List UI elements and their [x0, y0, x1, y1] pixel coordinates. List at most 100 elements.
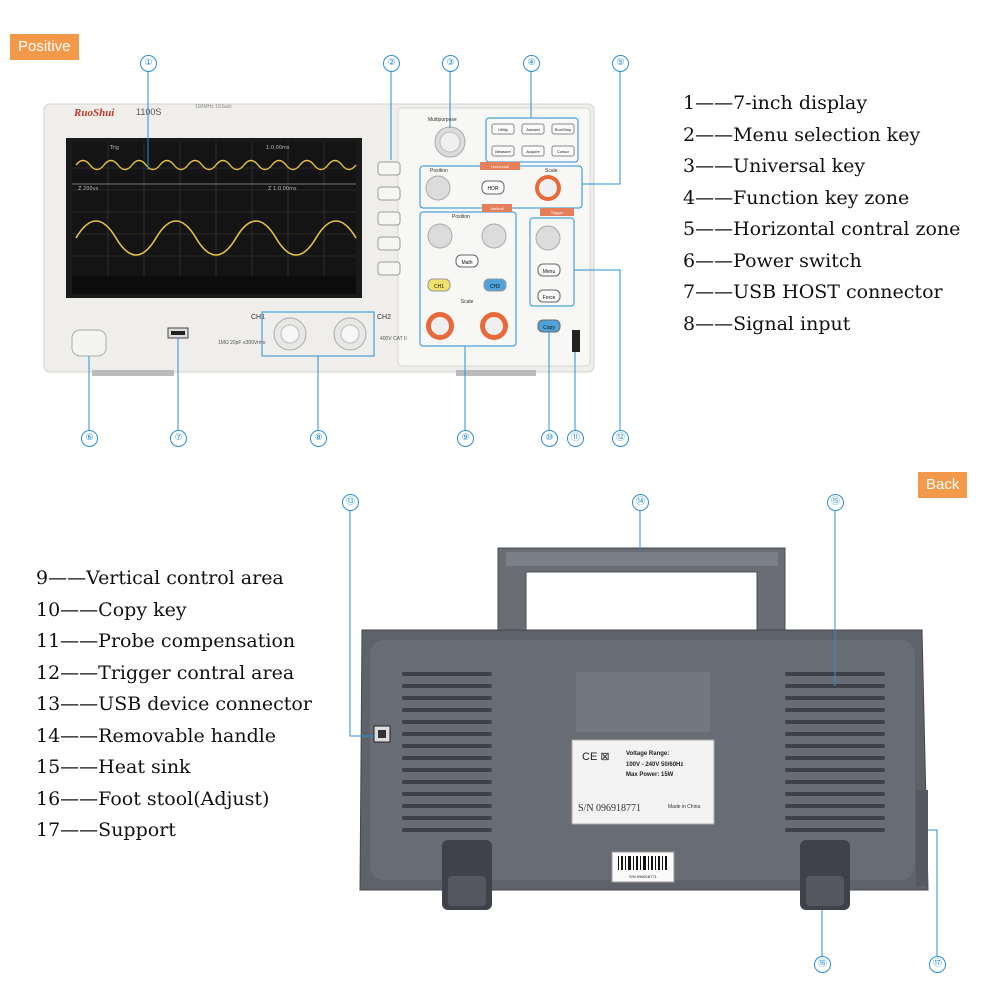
callout-6: ⑥: [81, 430, 98, 447]
callout-10: ⑩: [541, 430, 558, 447]
legend-item: 16——Foot stool(Adjust): [36, 787, 270, 810]
legend-item: 17——Support: [36, 819, 176, 841]
svg-text:CH1: CH1: [434, 284, 444, 290]
voltage-range: 100V - 240V 50/60Hz: [626, 762, 683, 768]
max-power: Max Power: 15W: [626, 772, 674, 778]
menu-key-3: [377, 211, 401, 226]
vertical-position-label: Position: [452, 214, 470, 220]
heat-sink-left: [402, 672, 492, 832]
screen-time-mid: Z 200us: [78, 186, 99, 192]
svg-text:CH2: CH2: [490, 284, 500, 290]
trigger-label: Trigger: [551, 210, 564, 215]
waveform-bottom: [75, 220, 357, 256]
callout-2: ②: [383, 55, 400, 72]
menu-key-5: [377, 261, 401, 276]
front-legend: 1——7-inch display 2——Menu selection key …: [683, 88, 960, 340]
ch2-button: [483, 278, 507, 292]
cursor-key-label: Cursor: [557, 149, 570, 154]
callout-12: ⑫: [612, 430, 629, 447]
multipurpose-label: Multipurpose: [428, 117, 457, 123]
probe-compensation: [572, 330, 580, 352]
screen-time-top: 1:0.00ms: [266, 145, 290, 151]
horizontal-label: Horizontal: [491, 164, 509, 169]
model-label: 1100S: [136, 107, 161, 117]
front-device-illustration: Trig 1:0.00ms Z 200us Z 1:0.00ms RuoShui…: [43, 71, 621, 430]
measure-key-label: Measure: [495, 149, 511, 154]
ch2-position-knob: [481, 223, 507, 249]
legend-item: 3——Universal key: [683, 155, 866, 177]
callout-1: ①: [140, 55, 157, 72]
callout-8: ⑧: [310, 430, 327, 447]
svg-text:Force: Force: [543, 295, 556, 301]
callout-15: ⑮: [827, 494, 844, 511]
horizontal-scale-label: Scale: [545, 168, 558, 174]
brand-logo: RuoShui: [73, 107, 115, 119]
callout-13: ⑬: [342, 494, 359, 511]
svg-text:HOR: HOR: [487, 186, 499, 192]
math-button: [455, 254, 479, 268]
callout-16: ⑯: [814, 956, 831, 973]
legend-item: 11——Probe compensation: [36, 630, 296, 652]
legend-item: 12——Trigger contral area: [36, 661, 295, 684]
ch2-input-label: CH2: [377, 314, 391, 321]
legend-item: 13——USB device connector: [36, 693, 312, 715]
back-tag: Back: [918, 472, 968, 498]
legend-item: 6——Power switch: [683, 249, 862, 272]
runstop-key-label: Run/Stop: [555, 127, 572, 132]
callout-4: ④: [523, 55, 540, 72]
waveform-top: [75, 159, 357, 171]
callout-9: ⑨: [457, 430, 474, 447]
svg-text:Math: Math: [461, 260, 472, 266]
legend-item: 9——Vertical control area: [36, 567, 284, 589]
heat-sink-right: [785, 672, 885, 832]
callout-17: ⑰: [929, 956, 946, 973]
ch1-input-label: CH1: [251, 314, 265, 321]
menu-key-4: [377, 236, 401, 251]
legend-item: 5——Horizontal contral zone: [683, 218, 961, 240]
support: [916, 790, 928, 886]
callout-3: ③: [442, 55, 459, 72]
cat-spec-label: 400V CAT II: [380, 336, 407, 342]
horizontal-position-knob: [425, 175, 451, 201]
acquire-key-label: Acquire: [526, 149, 540, 154]
voltage-title: Voltage Range:: [626, 751, 669, 757]
ch1-button: [427, 278, 451, 292]
svg-text:Copy: Copy: [543, 325, 555, 331]
callout-14: ⑭: [632, 494, 649, 511]
legend-item: 7——USB HOST connector: [683, 281, 943, 303]
legend-item: 15——Heat sink: [36, 756, 191, 778]
serial-number: S/N 096918771: [578, 803, 641, 814]
horizontal-position-label: Position: [430, 168, 448, 174]
legend-item: 1——7-inch display: [683, 92, 868, 114]
positive-tag: Positive: [10, 34, 79, 60]
ch1-position-knob: [427, 223, 453, 249]
trigger-menu-button: [537, 263, 561, 277]
legend-item: 14——Removable handle: [36, 724, 277, 747]
callout-5: ⑤: [612, 55, 629, 72]
legend-item: 8——Signal input: [683, 312, 851, 335]
power-switch: [71, 329, 107, 357]
legend-item: 2——Menu selection key: [683, 123, 921, 146]
vertical-scale-label: Scale: [461, 299, 474, 305]
autoset-key-label: Autoset: [526, 127, 540, 132]
trigger-force-button: [537, 289, 561, 303]
input-spec-label: 1MΩ 20pF ≤300Vrms: [218, 340, 266, 346]
callout-11: ⑪: [567, 430, 584, 447]
utility-key-label: Utility: [498, 127, 508, 132]
vertical-label: Vertical: [490, 206, 503, 211]
back-device-illustration: CE ⊠ Voltage Range: 100V - 240V 50/60Hz …: [349, 508, 938, 956]
rating-label: [571, 739, 715, 825]
menu-key-1: [377, 161, 401, 176]
spec-label: 100MHz 1GSa/s: [195, 104, 232, 110]
legend-item: 4——Function key zone: [683, 186, 910, 209]
svg-text:CE ⊠: CE ⊠: [582, 751, 610, 763]
menu-key-2: [377, 186, 401, 201]
made-in-china: Made in China: [668, 804, 700, 810]
back-legend: 9——Vertical control area 10——Copy key 11…: [36, 563, 312, 847]
svg-text:Trig: Trig: [109, 145, 119, 151]
legend-item: 10——Copy key: [36, 598, 187, 621]
callout-7: ⑦: [170, 430, 187, 447]
barcode-serial: S/N 096918771: [629, 874, 658, 879]
screen-time-mid2: Z 1:0.00ms: [268, 186, 297, 192]
svg-text:Menu: Menu: [543, 269, 556, 275]
